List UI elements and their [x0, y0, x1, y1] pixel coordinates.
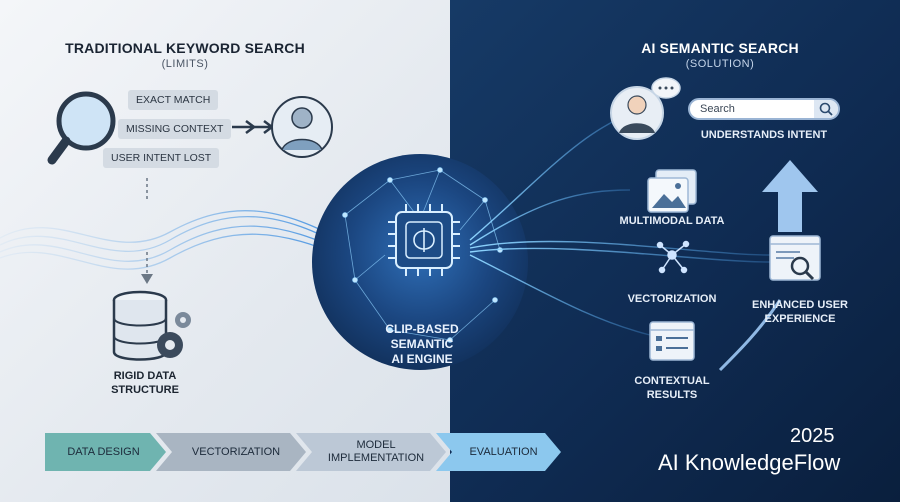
- arrow-right-icon: [232, 120, 257, 134]
- brand-name: AI KnowledgeFlow: [658, 450, 841, 475]
- up-arrow-icon: [762, 160, 818, 232]
- results-list-icon: [649, 321, 695, 361]
- pill-user-intent-lost: USER INTENT LOST: [103, 148, 220, 168]
- arrow-down-icon: [141, 274, 153, 284]
- right-title: AI SEMANTIC SEARCH: [641, 40, 799, 56]
- pipeline-step-evaluation: EVALUATION: [469, 445, 538, 458]
- data-streams-right: [469, 109, 771, 336]
- rigid-data-label-line2: STRUCTURE: [111, 384, 179, 396]
- engine-label-line2: SEMANTIC: [390, 337, 454, 351]
- vectorization-label: VECTORIZATION: [627, 293, 717, 305]
- magnifier-icon: [47, 91, 116, 165]
- enhanced-ux-label: ENHANCED USER EXPERIENCE: [740, 298, 860, 326]
- left-subtitle: (LIMITS): [161, 58, 209, 70]
- pill-exact-match: EXACT MATCH: [128, 90, 219, 110]
- frustrated-user-icon: [271, 96, 333, 158]
- right-subtitle: (SOLUTION): [685, 58, 755, 70]
- pipeline-chevrons: [45, 433, 561, 471]
- pipeline-step-vectorization: VECTORIZATION: [191, 445, 281, 458]
- rigid-data-label-line1: RIGID DATA: [113, 370, 177, 382]
- rigid-data-label: RIGID DATA STRUCTURE: [90, 369, 200, 397]
- brand-year: 2025: [790, 425, 835, 447]
- pipeline-step-model-line1: MODEL: [356, 439, 396, 451]
- browser-search-icon: [769, 235, 821, 281]
- data-wave-left: [0, 210, 351, 270]
- engine-label: CLIP-BASED SEMANTIC AI ENGINE: [360, 322, 484, 367]
- pipeline-step-data-design: DATA DESIGN: [67, 445, 140, 458]
- left-title: TRADITIONAL KEYWORD SEARCH: [65, 40, 305, 56]
- gear-icon: [157, 312, 191, 358]
- search-input[interactable]: Search: [688, 98, 840, 120]
- engine-label-line3: AI ENGINE: [391, 352, 453, 366]
- satisfied-user-icon: [610, 86, 664, 140]
- database-icon: [112, 290, 168, 361]
- curve-connector: [718, 299, 782, 372]
- pipeline-step-model-line2: IMPLEMENTATION: [327, 452, 425, 464]
- search-button[interactable]: [814, 100, 838, 118]
- chip-icon: [388, 204, 460, 276]
- pipeline-step-model-implementation: MODEL IMPLEMENTATION: [300, 433, 446, 471]
- image-stack-icon: [647, 169, 697, 213]
- contextual-results-line2: RESULTS: [646, 389, 698, 401]
- engine-label-line1: CLIP-BASED: [385, 322, 459, 336]
- multimodal-data-label: MULTIMODAL DATA: [619, 215, 725, 227]
- enhanced-ux-line2: EXPERIENCE: [764, 313, 836, 325]
- pill-missing-context: MISSING CONTEXT: [118, 119, 232, 139]
- contextual-results-line1: CONTEXTUAL: [634, 375, 710, 387]
- vector-nodes-icon: [656, 240, 690, 274]
- search-icon: [819, 102, 833, 116]
- enhanced-ux-line1: ENHANCED USER: [752, 299, 848, 311]
- speech-bubble-icon: [651, 77, 681, 99]
- search-placeholder: Search: [700, 103, 735, 115]
- understands-intent-label: UNDERSTANDS INTENT: [700, 129, 828, 141]
- contextual-results-label: CONTEXTUAL RESULTS: [622, 374, 722, 402]
